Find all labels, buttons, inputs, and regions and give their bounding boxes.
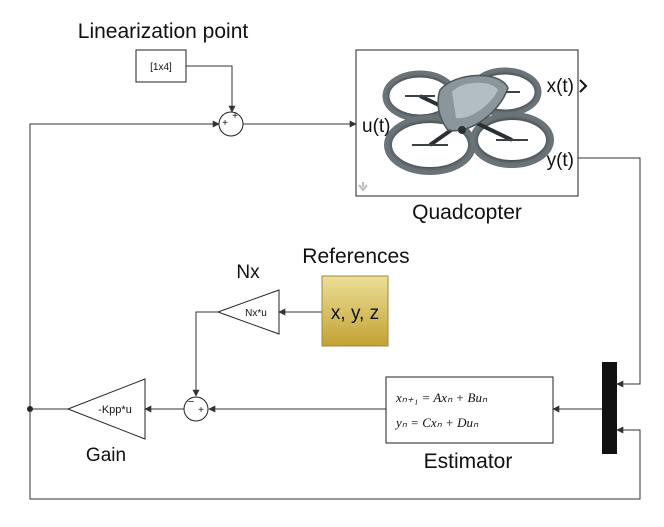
estimator-block[interactable] bbox=[385, 376, 554, 444]
sum-bottom-sign-minus: − bbox=[188, 396, 194, 408]
gain-block[interactable] bbox=[66, 378, 146, 440]
constant-value: [1x4] bbox=[150, 62, 172, 73]
wire-u-to-mux bbox=[29, 409, 641, 500]
wire-nx-to-sum bbox=[192, 311, 218, 397]
sum-top-sign-a: + bbox=[222, 118, 228, 129]
sum-top-sign-b: + bbox=[232, 111, 238, 122]
linearization-point-label: Linearization point bbox=[78, 20, 249, 43]
sum-bottom-sign-plus: + bbox=[198, 405, 204, 416]
estimator-label: Estimator bbox=[424, 450, 513, 473]
constant-block[interactable] bbox=[135, 49, 187, 83]
references-value: x, y, z bbox=[331, 303, 379, 324]
estimator-state-equation: xₙ₊₁ = Axₙ + Buₙ bbox=[395, 390, 488, 405]
quadcopter-label: Quadcopter bbox=[412, 201, 522, 224]
arrow-down-icon bbox=[358, 182, 368, 192]
wire-control-to-sum bbox=[29, 120, 220, 409]
mux-block[interactable] bbox=[602, 362, 617, 454]
chevron-right-icon bbox=[579, 79, 588, 93]
plant-input-port-label: u(t) bbox=[362, 116, 391, 137]
nx-gain-block[interactable] bbox=[216, 289, 280, 335]
plant-state-port-label: x(t) bbox=[547, 76, 574, 97]
wire-y-to-mux bbox=[578, 157, 641, 388]
wire-linearization bbox=[186, 65, 236, 113]
references-block[interactable] bbox=[321, 275, 389, 347]
plant-output-port-label: y(t) bbox=[547, 150, 574, 171]
estimator-output-equation: yₙ = Cxₙ + Duₙ bbox=[394, 415, 479, 430]
references-label: References bbox=[302, 245, 409, 268]
sum-block-top[interactable] bbox=[218, 111, 244, 137]
quadcopter-icon bbox=[382, 67, 554, 175]
nx-gain-value: Nx*u bbox=[245, 308, 267, 319]
gain-label: Gain bbox=[86, 445, 126, 466]
sum-block-bottom[interactable] bbox=[183, 396, 209, 422]
nx-label: Nx bbox=[236, 262, 260, 283]
gain-value: -Kpp*u bbox=[98, 404, 132, 416]
